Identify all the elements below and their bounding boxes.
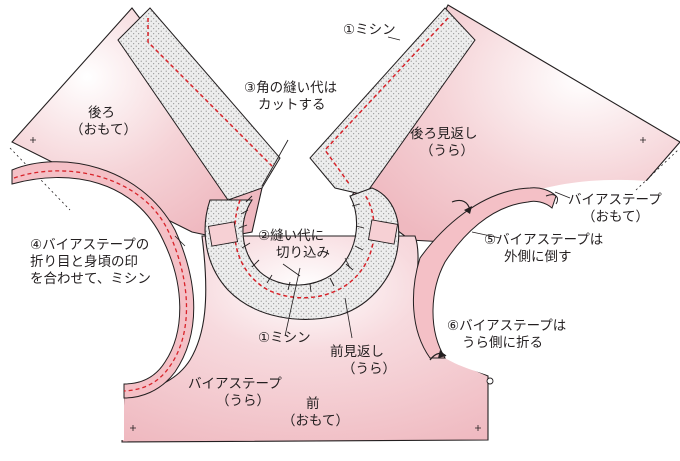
back-facing-right xyxy=(309,7,476,196)
step6-label-line2: うら側に折る xyxy=(462,335,543,351)
step4-label-line3: を合わせて、ミシン xyxy=(30,271,151,287)
bias-tape-left-label-line2: （うら） xyxy=(216,393,270,409)
step1-bottom-label: ①ミシン xyxy=(258,330,311,346)
step5-label-line2: 外側に倒す xyxy=(504,249,572,265)
bias-tape-right xyxy=(413,187,557,359)
bias-tape-left xyxy=(11,161,195,399)
step1-top-label: ①ミシン xyxy=(343,22,396,38)
left-armhole xyxy=(10,150,196,440)
back-facing-label-line1: 後ろ見返し xyxy=(410,126,478,142)
front-facing-label-line1: 前見返し xyxy=(330,344,384,360)
back-label-line2: （おもて） xyxy=(70,122,137,138)
step2-label-line1: ②縫い代に xyxy=(258,228,325,244)
bias-tape-left-label-line1: バイアステープ xyxy=(188,376,282,392)
front-label-line1: 前 xyxy=(306,396,320,412)
step4-label-line2: 折り目と身頃の印 xyxy=(30,254,138,270)
right-armhole xyxy=(415,179,680,376)
bias-tape-right-label-line1: バイアステープ xyxy=(568,192,662,208)
step3-label-line2: カットする xyxy=(258,97,326,113)
step2-label-line2: 切り込み xyxy=(276,245,330,261)
front-facing xyxy=(204,187,400,320)
front-label-line2: （おもて） xyxy=(282,413,349,429)
step3-label-line1: ③角の縫い代は xyxy=(244,80,338,96)
step5-label-line1: ⑤バイアステープは xyxy=(484,232,604,248)
back-facing-left xyxy=(117,7,281,201)
step6-label-line1: ⑥バイアステープは xyxy=(447,318,567,334)
back-label-line1: 後ろ xyxy=(88,105,115,121)
step4-label-line1: ④バイアステープの xyxy=(30,237,150,253)
front-facing-label-line2: （うら） xyxy=(342,361,396,377)
back-facing-label-line2: （うら） xyxy=(420,143,474,159)
bias-tape-right-label-line2: （おもて） xyxy=(582,209,649,225)
